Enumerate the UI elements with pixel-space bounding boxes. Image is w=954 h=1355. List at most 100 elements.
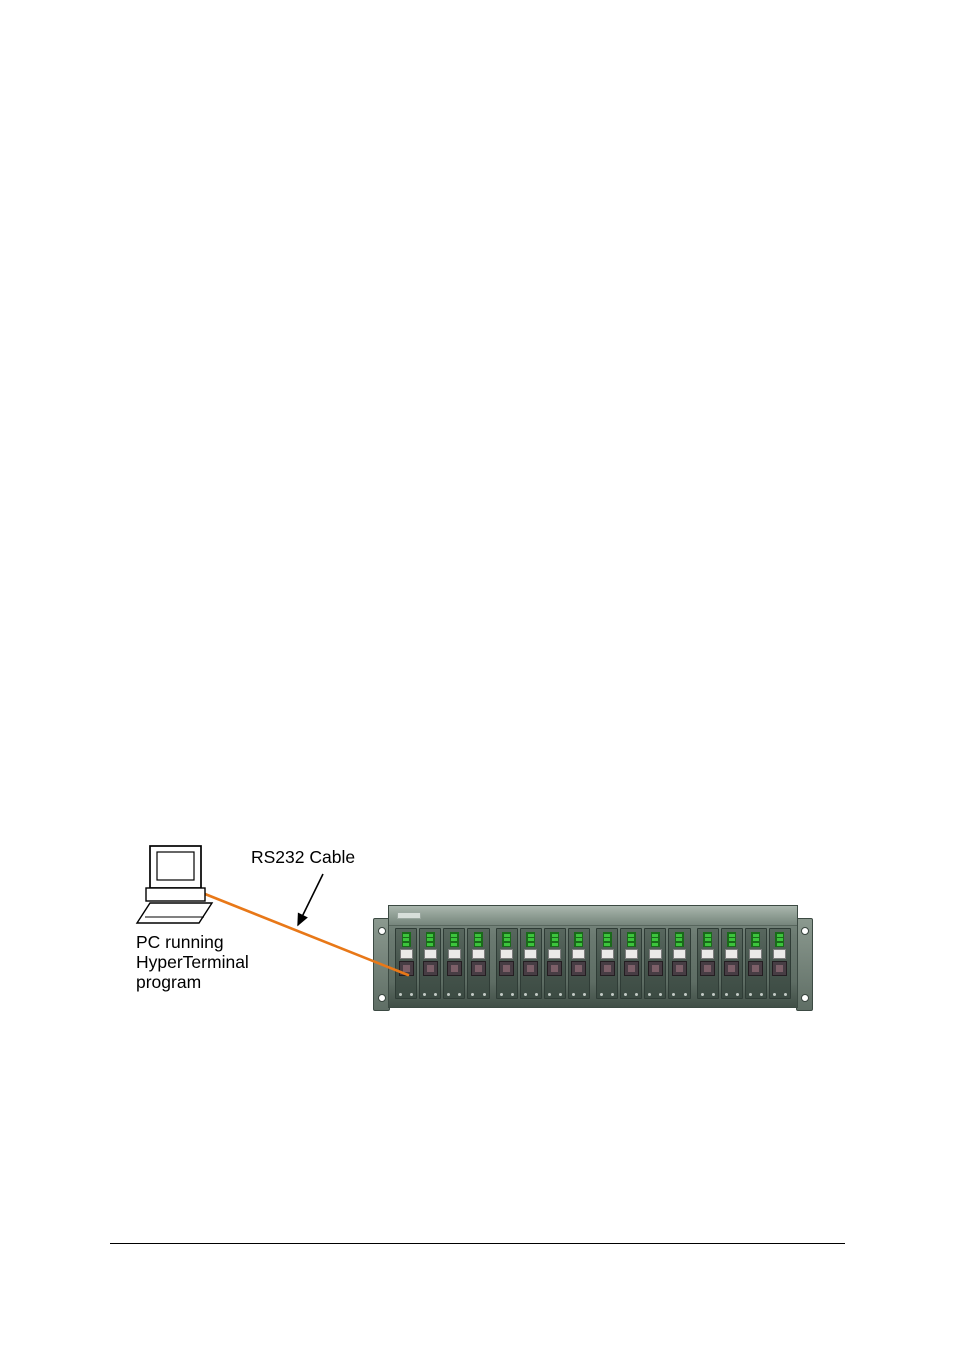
- fiber-connector: [671, 961, 687, 976]
- footer-rule: [110, 1243, 845, 1244]
- pc-screen: [156, 851, 195, 881]
- rj45-port: [447, 949, 461, 959]
- fiber-connector: [772, 961, 788, 976]
- fiber-connector: [647, 961, 663, 976]
- rj45-port: [399, 949, 413, 959]
- module-screws: [669, 993, 689, 996]
- module-screws: [396, 993, 416, 996]
- chassis-nameplate: [397, 912, 421, 919]
- media-converter-module: [443, 928, 466, 999]
- media-converter-module: [720, 928, 743, 999]
- status-led-block: [703, 932, 713, 947]
- module-screws: [621, 993, 641, 996]
- fiber-connector: [422, 961, 438, 976]
- fiber-connector: [499, 961, 515, 976]
- status-led-block: [602, 932, 612, 947]
- module-screws: [597, 993, 617, 996]
- module-screws: [545, 993, 565, 996]
- module-screws: [521, 993, 541, 996]
- chassis-body: [388, 905, 798, 1008]
- module-screws: [722, 993, 742, 996]
- fiber-connector: [748, 961, 764, 976]
- media-converter-module: [696, 928, 719, 999]
- rj45-port: [600, 949, 614, 959]
- module-screws: [645, 993, 665, 996]
- media-converter-module: [419, 928, 442, 999]
- status-led-block: [751, 932, 761, 947]
- media-converter-module: [395, 928, 418, 999]
- rj45-port: [749, 949, 763, 959]
- status-led-block: [674, 932, 684, 947]
- mounting-hole: [801, 927, 809, 935]
- pc-monitor: [149, 845, 202, 889]
- rj45-port: [701, 949, 715, 959]
- status-led-block: [626, 932, 636, 947]
- module-screws: [770, 993, 790, 996]
- fiber-connector: [523, 961, 539, 976]
- rj45-port: [471, 949, 485, 959]
- module-screws: [497, 993, 517, 996]
- pc-caption: PC running HyperTerminal program: [136, 932, 249, 992]
- rj45-port: [548, 949, 562, 959]
- media-converter-module: [519, 928, 542, 999]
- chassis-top-face: [389, 906, 797, 926]
- rj45-port: [500, 949, 514, 959]
- media-converter-module: [768, 928, 791, 999]
- status-led-block: [727, 932, 737, 947]
- pc-caption-line: HyperTerminal: [136, 952, 249, 972]
- rj45-port: [773, 949, 787, 959]
- status-led-block: [550, 932, 560, 947]
- pc-caption-line: program: [136, 972, 202, 992]
- status-led-block: [401, 932, 411, 947]
- media-converter-module: [620, 928, 643, 999]
- rj45-port: [524, 949, 538, 959]
- module-screws: [698, 993, 718, 996]
- fiber-connector: [623, 961, 639, 976]
- fiber-connector: [724, 961, 740, 976]
- media-converter-module: [596, 928, 619, 999]
- mounting-hole: [378, 927, 386, 935]
- pc-icon: [135, 845, 214, 924]
- pc-caption-line: PC running: [136, 932, 224, 952]
- module-screws: [444, 993, 464, 996]
- media-converter-module: [495, 928, 518, 999]
- media-converter-module: [744, 928, 767, 999]
- mounting-hole: [378, 994, 386, 1002]
- chassis-modules: [395, 928, 791, 999]
- mounting-hole: [801, 994, 809, 1002]
- rj45-port: [725, 949, 739, 959]
- media-converter-module: [668, 928, 691, 999]
- status-led-block: [574, 932, 584, 947]
- rj45-port: [648, 949, 662, 959]
- fiber-connector: [599, 961, 615, 976]
- rj45-port: [423, 949, 437, 959]
- status-led-block: [425, 932, 435, 947]
- fiber-connector: [571, 961, 587, 976]
- status-led-block: [650, 932, 660, 947]
- fiber-connector: [470, 961, 486, 976]
- module-screws: [746, 993, 766, 996]
- media-converter-module: [644, 928, 667, 999]
- media-converter-chassis: [373, 905, 813, 1011]
- rj45-port: [572, 949, 586, 959]
- module-screws: [420, 993, 440, 996]
- fiber-connector: [398, 961, 414, 976]
- status-led-block: [502, 932, 512, 947]
- rj45-port: [624, 949, 638, 959]
- rj45-port: [672, 949, 686, 959]
- status-led-block: [473, 932, 483, 947]
- rs232-cable-label: RS232 Cable: [251, 847, 356, 867]
- status-led-block: [449, 932, 459, 947]
- mounting-ear-right: [796, 918, 813, 1011]
- pc-keyboard: [135, 902, 214, 924]
- pc-base: [145, 887, 206, 902]
- module-screws: [569, 993, 589, 996]
- status-led-block: [775, 932, 785, 947]
- callout-arrow-icon: [297, 873, 324, 927]
- status-led-block: [526, 932, 536, 947]
- media-converter-module: [567, 928, 590, 999]
- media-converter-module: [543, 928, 566, 999]
- media-converter-module: [467, 928, 490, 999]
